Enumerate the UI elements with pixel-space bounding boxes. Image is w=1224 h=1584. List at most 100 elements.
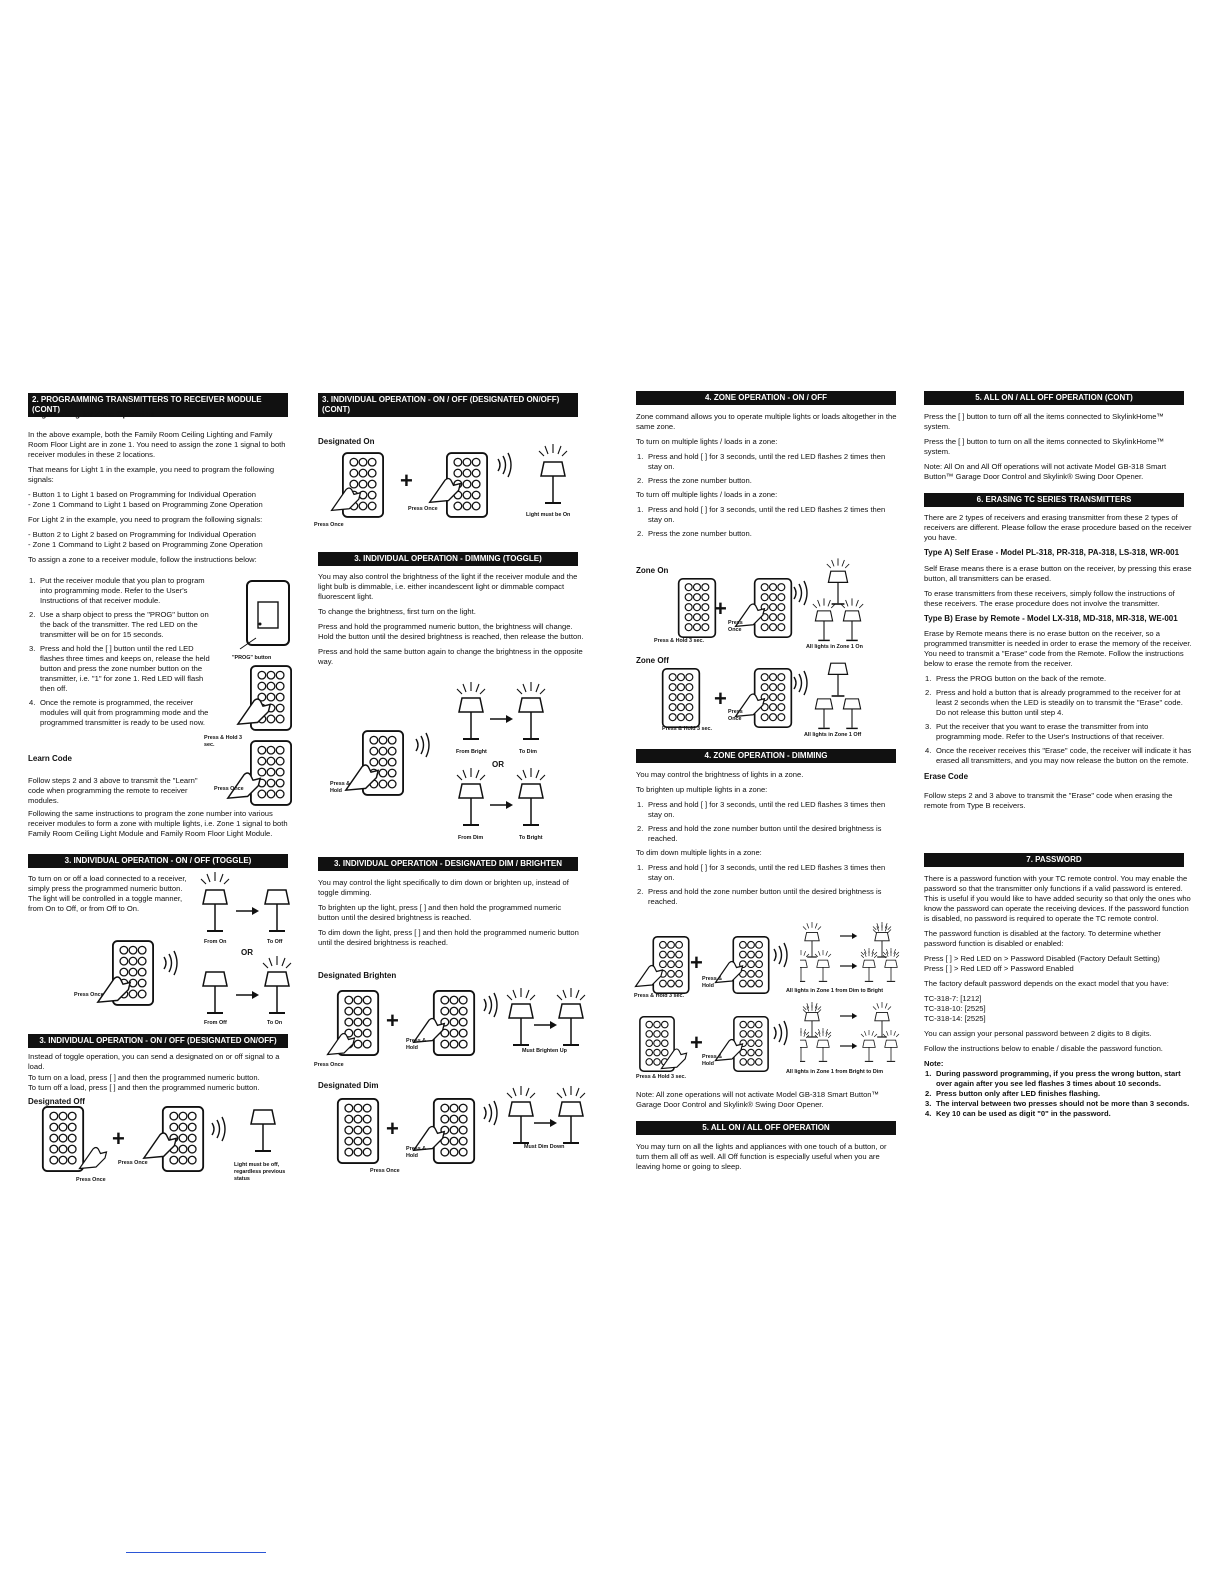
arrow-icon <box>490 714 514 724</box>
remote-figure <box>676 578 718 638</box>
section-header-dimming: 3. INDIVIDUAL OPERATION - DIMMING (TOGGL… <box>318 552 578 566</box>
all-onoff-paragraph: You may turn on all the lights and appli… <box>636 1142 887 1172</box>
zone-note: Note: All zone operations will not activ… <box>636 1090 880 1110</box>
list-item: 2.Press and hold the zone number button … <box>637 824 882 844</box>
plus-icon: + <box>386 1008 399 1033</box>
paragraph: To turn off multiple lights / loads in a… <box>636 490 778 500</box>
list-item: 2.Press and hold a button that is alread… <box>925 688 1183 718</box>
from-bright-caption: From Bright <box>456 749 487 755</box>
press-hold-caption: Press & Hold 3 sec. <box>636 1074 687 1080</box>
press-once-caption: Press Once <box>728 620 743 634</box>
list-item: 1.Press and hold [ ] for 3 seconds, unti… <box>637 863 886 883</box>
lamp-icon <box>840 696 864 732</box>
prog-button-caption: "PROG" button <box>232 655 272 661</box>
designated-brighten-title: Designated Brighten <box>318 971 397 980</box>
paragraph: You may control the light specifically t… <box>318 878 569 898</box>
learn-code-paragraph: Following the same instructions to progr… <box>28 809 290 844</box>
lamp-icon <box>840 608 864 644</box>
section-header-erasing: 6. ERASING TC SERIES TRANSMITTERS <box>924 493 1184 507</box>
paragraph: To turn off a load, press [ ] and then t… <box>28 1083 260 1093</box>
list-item: 1.Press the PROG button on the back of t… <box>925 674 1107 684</box>
lamp-icon <box>516 780 546 830</box>
lamp-group-dim-figure <box>800 922 900 988</box>
lamp-icon <box>262 886 292 936</box>
programming-zone-section: Programming for Zone Operation In the ab… <box>28 410 290 570</box>
paragraph: To assign a zone to a receiver module, f… <box>28 554 257 564</box>
to-off-caption: To Off <box>267 939 283 945</box>
hand-figure <box>78 1140 108 1170</box>
list-item: 3.The interval between two presses shoul… <box>925 1099 1190 1109</box>
all-on-caption: All lights in Zone 1 On <box>806 644 863 650</box>
plus-icon: + <box>690 950 703 975</box>
designated-off-title: Designated Off <box>28 1097 85 1107</box>
paragraph: The factory default password depends on … <box>924 979 1169 989</box>
paragraph: That means for Light 1 in the example, y… <box>28 464 275 484</box>
model-password: TC-318-14: [2525] <box>924 1014 986 1024</box>
paragraph: - Button 1 to Light 1 based on Programmi… <box>28 489 256 499</box>
press-once-caption: Press Once <box>214 786 244 792</box>
paragraph: Press and hold the same button again to … <box>318 647 583 667</box>
model-password: TC-318-7: [1212] <box>924 994 982 1004</box>
lamp-icon <box>826 660 850 700</box>
press-hold-caption: Press & Hold <box>702 976 723 990</box>
press-once-caption: Press Once <box>314 1062 344 1068</box>
bright-to-dim-caption: All lights in Zone 1 from Bright to Dim <box>786 1069 884 1075</box>
signal-waves-icon <box>482 1098 500 1128</box>
must-off-caption: Light must be off, regardless previous s… <box>234 1162 286 1183</box>
hand-figure <box>326 1026 356 1056</box>
remote-figure <box>336 1098 380 1164</box>
lamp-on-figure <box>538 444 568 458</box>
lamp-icon <box>812 696 836 732</box>
brighten-steps: 1.Press and hold [ ] for 3 seconds, unti… <box>636 800 898 844</box>
from-dim-caption: From Dim <box>458 835 484 841</box>
section-header-zone-dimming: 4. ZONE OPERATION - DIMMING <box>636 749 896 763</box>
list-item: 2.Press the zone number button. <box>637 476 752 486</box>
paragraph: To brighten up multiple lights in a zone… <box>636 785 768 795</box>
section-header-designated-dim: 3. INDIVIDUAL OPERATION - DESIGNATED DIM… <box>318 857 578 871</box>
paragraph: Note: All On and All Off operations will… <box>924 462 1167 482</box>
press-hold-caption: Press & Hold 3 sec. <box>634 993 685 999</box>
list-item: 3.Put the receiver that you want to eras… <box>925 722 1165 742</box>
must-dim-caption: Must Dim Down <box>524 1144 565 1150</box>
paragraph: To brighten up the light, press [ ] and … <box>318 903 562 923</box>
press-once-caption: Press Once <box>728 709 743 723</box>
hand-figure <box>634 958 664 988</box>
section-header-programming-cont: 2. PROGRAMMING TRANSMITTERS TO RECEIVER … <box>28 393 288 417</box>
plus-icon: + <box>400 468 413 493</box>
designated-section: Instead of toggle operation, you can sen… <box>28 1052 290 1113</box>
press-hold-caption: Press & Hold 3 sec. <box>204 735 243 749</box>
paragraph: For Light 2 in the example, you need to … <box>28 514 263 524</box>
paragraph: Press the [ ] button to turn off all the… <box>924 412 1165 432</box>
zone-on-steps: 1.Press and hold [ ] for 3 seconds, unti… <box>636 452 898 486</box>
paragraph: Follow the instructions below to enable … <box>924 1044 1163 1054</box>
hand-figure <box>236 690 272 726</box>
signal-waves-icon <box>414 730 432 760</box>
signal-waves-icon <box>482 990 500 1020</box>
zone-steps-list: 1.Put the receiver module that you plan … <box>28 576 218 732</box>
press-once-caption: Press Once <box>408 506 438 512</box>
paragraph: Press [ ] > Red LED on > Password Disabl… <box>924 954 1160 964</box>
plus-icon: + <box>386 1116 399 1141</box>
list-item: 1.During password programming, if you pr… <box>925 1069 1181 1089</box>
press-once-caption: Press Once <box>118 1160 148 1166</box>
hand-figure <box>142 1124 178 1160</box>
paragraph: Follow steps 2 and 3 above to transmit t… <box>28 775 198 805</box>
remote-figure <box>660 668 702 728</box>
type-b-title: Type B) Erase by Remote - Model LX-318, … <box>924 613 1178 623</box>
list-item: 4.Once the receiver receives this "Erase… <box>925 746 1192 766</box>
from-on-caption: From On <box>204 939 227 945</box>
section-header-password: 7. PASSWORD <box>924 853 1184 867</box>
list-item: 2.Press the zone number button. <box>637 529 752 539</box>
paragraph: You may control the brightness of lights… <box>636 770 804 779</box>
signal-waves-icon <box>772 1018 790 1048</box>
plus-icon: + <box>112 1126 125 1151</box>
press-hold-caption: Press & Hold <box>406 1146 427 1160</box>
press-once-caption: Press Once <box>314 522 344 528</box>
paragraph: To dim down the light, press [ ] and the… <box>318 928 579 948</box>
list-item: 1.Put the receiver module that you plan … <box>29 576 205 606</box>
paragraph: There are 2 types of receivers and erasi… <box>924 513 1192 543</box>
dim-to-bright-caption: All lights in Zone 1 from Dim to Bright <box>786 988 884 994</box>
lamp-icon <box>200 968 230 1018</box>
page-footer-rule <box>126 1552 266 1553</box>
hand-figure <box>660 1042 688 1070</box>
